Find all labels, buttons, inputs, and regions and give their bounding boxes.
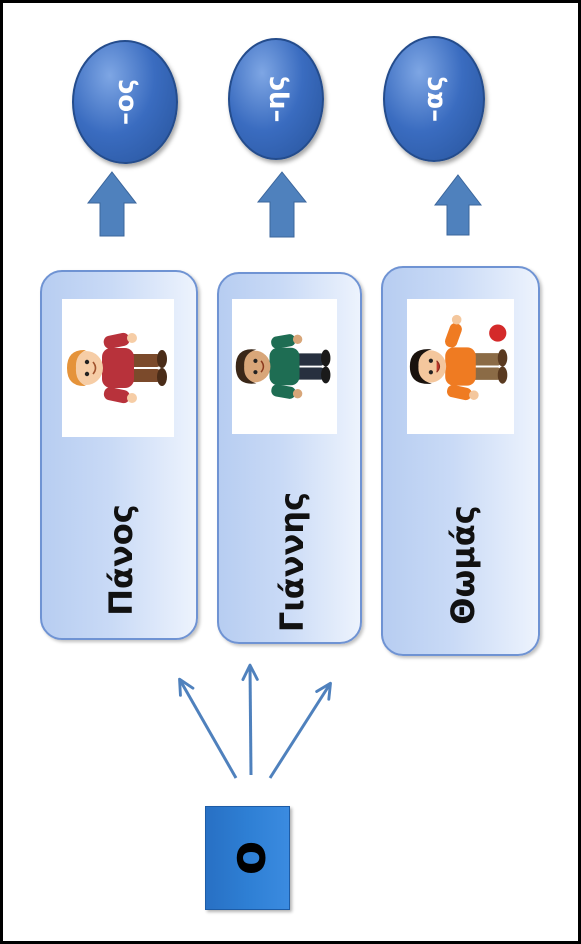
boy-picture: [407, 299, 514, 434]
name-label: Θωμάς: [444, 505, 482, 625]
up-arrow-3: [433, 174, 483, 236]
boy-picture: [232, 299, 337, 434]
boy-illustration: [409, 314, 508, 401]
ending-label: –ος: [110, 78, 140, 126]
ending-circle-2: –ης: [228, 38, 324, 160]
up-arrow-1: [86, 171, 138, 237]
ending-circle-1: –ος: [72, 40, 178, 164]
boy-illustration: [235, 334, 331, 399]
ending-circle-3: –ας: [383, 36, 485, 162]
name-label: Γιάννης: [273, 491, 311, 633]
boy-illustration: [67, 332, 167, 404]
up-arrow-2: [256, 171, 308, 238]
ending-label: –ας: [419, 75, 449, 123]
fan-arrow-1: [178, 677, 238, 779]
name-label: Πάνος: [102, 504, 140, 616]
ending-label: –ης: [261, 75, 291, 123]
fan-arrow-2: [241, 663, 259, 776]
article-box: ο: [205, 806, 290, 910]
article-label: ο: [218, 840, 277, 876]
boy-picture: [62, 299, 174, 437]
fan-arrow-3: [268, 681, 332, 779]
name-card-3: Θωμάς: [381, 266, 540, 656]
name-card-1: Πάνος: [40, 270, 198, 640]
name-card-2: Γιάννης: [217, 272, 362, 644]
